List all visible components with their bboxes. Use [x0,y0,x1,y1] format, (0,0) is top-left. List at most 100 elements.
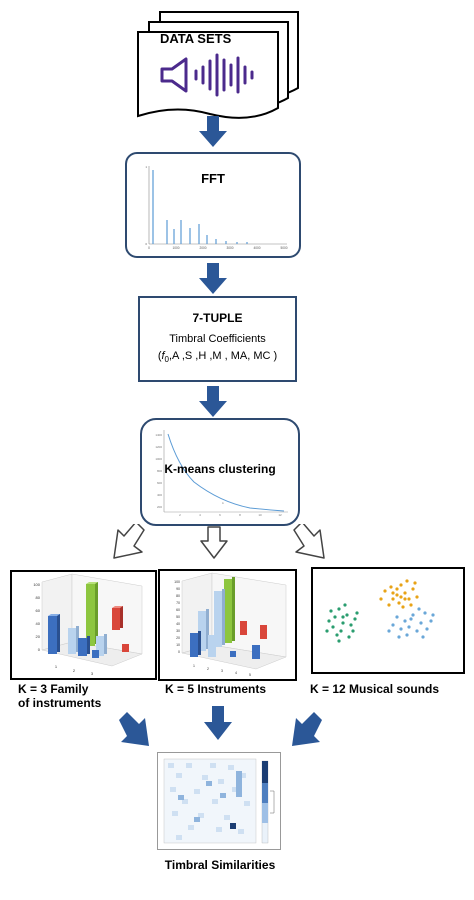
k3-chart-panel: 100 80 60 40 20 0 1 2 3 [10,570,157,680]
bar3d-k5-x-tick: 4 [235,671,237,675]
coeff-sub: 0 [164,355,169,365]
bar3d-k5-y-tick: 30 [176,629,180,633]
elbow-x-label: k [222,501,224,505]
bar3d-k5-bar [214,589,225,647]
bar3d-k5-y-tick: 70 [176,601,180,605]
converge-arrow-right-icon [292,712,322,746]
bar3d-k5-bar [198,609,209,651]
fft-box: FFT 1 0 0 1000 2000 3000 4000 5000 [125,152,301,258]
similarities-title: Timbral Similarities [164,858,276,872]
k3-label: K = 3 Family of instruments [18,682,153,710]
bar3d-k3-y-tick: 20 [36,634,41,639]
elbow-plot: 1400 1200 1000 800 600 400 200 2 4 6 8 1… [155,430,288,517]
fft-x-tick: 5000 [280,246,287,250]
fft-x-tick: 1000 [172,246,179,250]
bar3d-k3-y-tick: 0 [38,647,41,652]
coeff-f: f [161,350,165,362]
bar3d-k5-bar [208,635,216,657]
bar3d-k5-y-tick: 40 [176,622,180,626]
elbow-x-tick: 2 [179,513,181,517]
converge-arrow-down-icon [204,706,232,740]
k3-label-line1: K = 3 Family [18,682,89,696]
down-arrow-icon [199,116,227,147]
similarity-matrix-panel [157,752,281,850]
fft-title: FFT [201,171,225,186]
coeff-rest: ,A ,S ,H ,M , MA, MC ) [169,350,278,362]
bar3d-k5-y-tick: 90 [176,587,180,591]
tuple-subtitle: Timbral Coefficients [169,333,266,345]
bar3d-k5-bar [240,621,247,635]
elbow-x-tick: 12 [278,513,282,517]
kmeans-box: 1400 1200 1000 800 600 400 200 2 4 6 8 1… [140,418,300,526]
bar3d-k5-y-tick: 100 [174,580,180,584]
bar3d-k3-bar [48,614,60,654]
elbow-y-tick: 800 [157,469,162,473]
bar3d-k5-x-tick: 1 [193,664,195,668]
elbow-y-tick: 400 [157,493,162,497]
k5-label: K = 5 Instruments [165,682,267,696]
fft-x-tick: 0 [148,246,150,250]
bar3d-k5-bar [260,625,267,639]
fft-x-tick: 3000 [226,246,233,250]
bar3d-k3-bar [112,606,123,630]
bar3d-k3-bar [68,626,79,654]
bar3d-k5-y-tick: 0 [178,650,180,654]
branch-arrow-right-icon [293,524,325,559]
bar3d-k5-y-tick: 50 [176,615,180,619]
bar3d-k5-x-tick: 3 [221,669,223,673]
bar3d-k5-x-tick: 2 [207,667,209,671]
tuple-coefficients: (f0,A ,S ,H ,M , MA, MC ) [140,350,295,364]
elbow-y-tick: 1400 [155,433,162,437]
k12-label: K = 12 Musical sounds [310,682,440,696]
bar3d-chart-k3: 100 80 60 40 20 0 1 2 3 [33,573,143,676]
bar3d-k3-y-tick: 60 [36,608,41,613]
tuple-box: 7-TUPLE Timbral Coefficients (f0,A ,S ,H… [138,296,297,382]
fft-x-tick: 2000 [199,246,206,250]
k3-label-line2: of instruments [18,696,102,710]
fft-x-tick: 4000 [253,246,260,250]
bar3d-k5-bar [230,651,236,657]
bar3d-k5-bar [224,577,235,643]
similarity-heatmap [163,758,275,844]
elbow-x-tick: 10 [258,513,262,517]
scatter-chart-k12 [325,579,435,643]
bar3d-k5-y-tick: 80 [176,594,180,598]
elbow-y-tick: 200 [157,505,162,509]
elbow-x-tick: 6 [219,513,221,517]
data-sets-stack: DATA SETS [120,0,320,125]
bar3d-k3-x-tick: 3 [91,671,94,676]
bar3d-k5-y-tick: 10 [176,643,180,647]
down-arrow-icon [199,386,227,417]
fft-y-tick: 1 [145,165,147,169]
tuple-title: 7-TUPLE [192,311,243,325]
bar3d-k3-bar [92,650,99,658]
bar3d-k5-bar [190,631,201,657]
bar3d-k5-x-tick: 5 [249,673,251,677]
bar3d-k3-bar [96,634,107,656]
bar3d-k3-x-tick: 1 [55,664,58,669]
bar3d-k3-bar [78,636,90,656]
bar3d-k3-bar [86,582,98,646]
elbow-y-tick: 1200 [155,445,162,449]
coeff-paren: ( [157,350,162,362]
speaker-waveform-icon [160,53,254,97]
bar3d-k5-y-tick: 20 [176,636,180,640]
data-sets-title: DATA SETS [160,31,232,46]
fft-y-tick: 0 [145,242,147,246]
elbow-y-tick: 1000 [155,457,162,461]
elbow-y-tick: 600 [157,481,162,485]
elbow-x-tick: 4 [199,513,201,517]
bar3d-k5-y-tick: 60 [176,608,180,612]
bar3d-k3-y-tick: 80 [36,595,41,600]
bar3d-k3-bar [122,644,129,652]
elbow-x-tick: 8 [239,513,241,517]
converge-arrow-left-icon [119,712,149,746]
kmeans-title: K-means clustering [164,462,276,476]
bar3d-k3-y-tick: 40 [36,621,41,626]
k5-chart-panel: 100 90 80 70 60 50 40 30 20 10 0 1 2 3 4… [158,569,297,681]
bar3d-chart-k5: 100 90 80 70 60 50 40 30 20 10 0 1 2 3 4… [174,572,287,677]
bar3d-k5-bar [252,645,260,659]
k12-scatter-panel [311,567,465,674]
branch-arrow-left-icon [113,524,145,559]
branch-arrow-down-icon [200,526,228,559]
